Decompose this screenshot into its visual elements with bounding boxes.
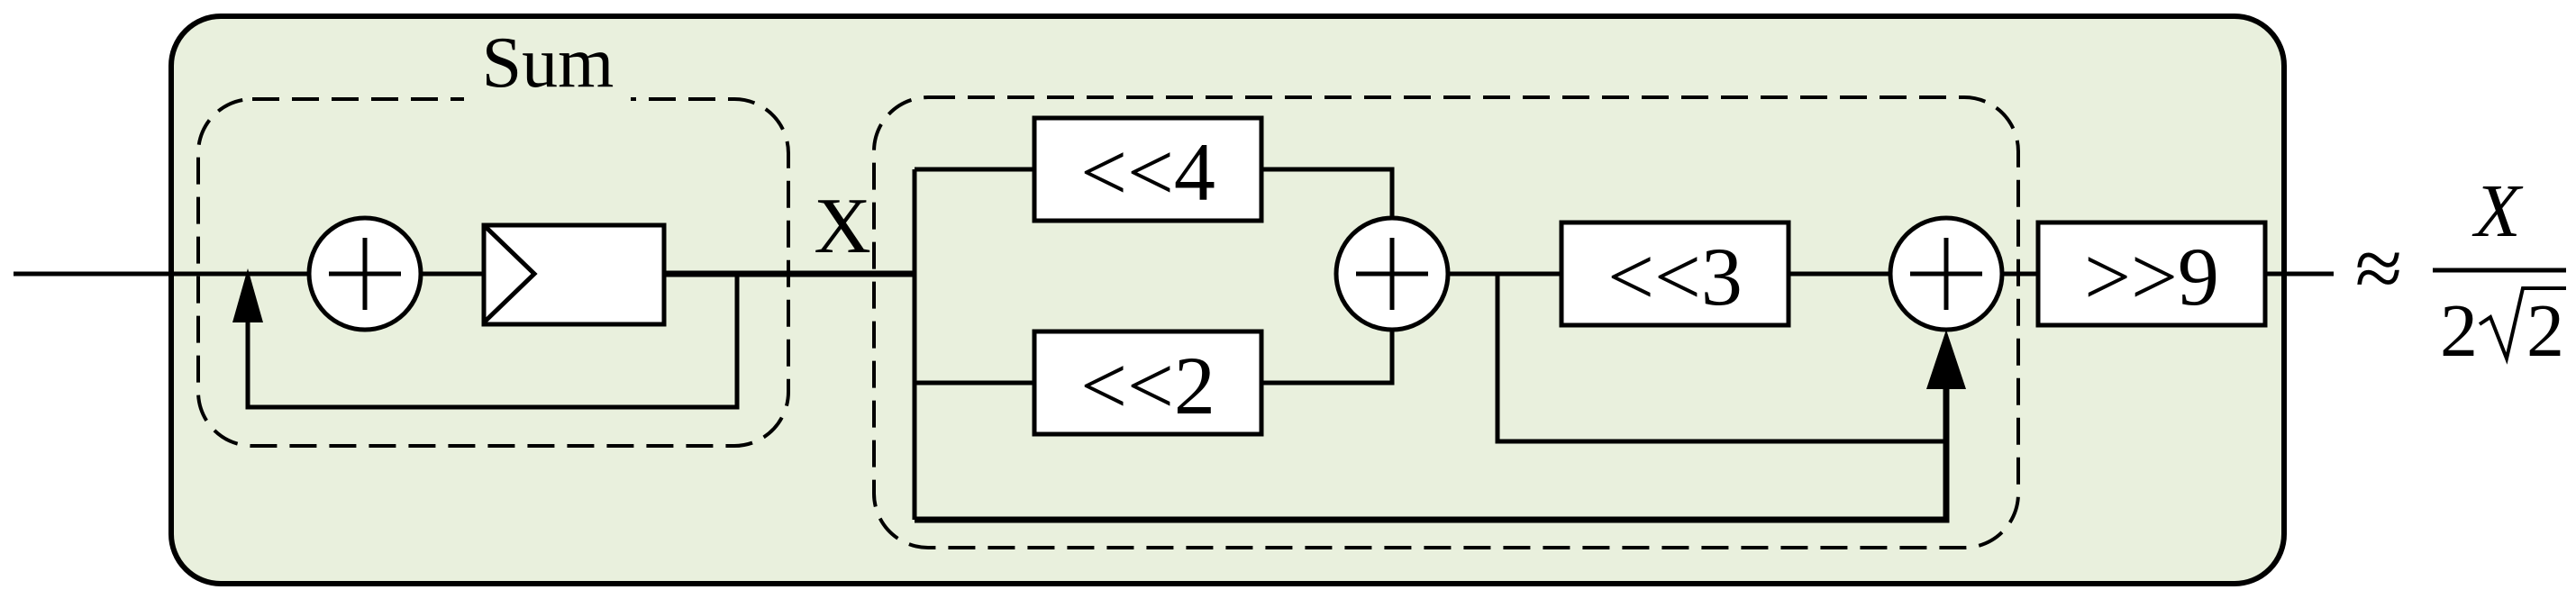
approx-symbol: ≈ [2355,220,2403,316]
register-block [481,222,667,327]
output-denominator-radicand: 2 [2526,289,2564,373]
shift-right-9-block [2035,220,2268,328]
feedback-arrow-icon [232,268,263,322]
sum-label: Sum [482,23,614,103]
adder-3-arrow-icon [1926,330,1966,389]
branch-mid-wire-out [1261,330,1395,386]
branch-top-wire-out [1261,167,1395,218]
sqrt-radical-icon [2478,286,2566,365]
x-bottom-bus-wire [915,378,1950,523]
register-clock-icon [482,223,538,324]
sum-label-bg [464,27,631,106]
shift-left-4-label: <<4 [1080,126,1215,218]
shift-right-9-label: >>9 [2084,231,2219,322]
feedback-wire [245,274,740,410]
shift-left-3-block [1559,220,1791,328]
output-numerator: X [2471,169,2524,253]
shift-left-3-label: <<3 [1607,231,1743,322]
x-label: X [814,183,871,270]
shift-left-2-label: <<2 [1080,340,1215,431]
multiplier-group-box [872,95,2020,549]
shift-left-2-block [1032,329,1264,437]
output-denominator-coef: 2 [2440,289,2478,373]
